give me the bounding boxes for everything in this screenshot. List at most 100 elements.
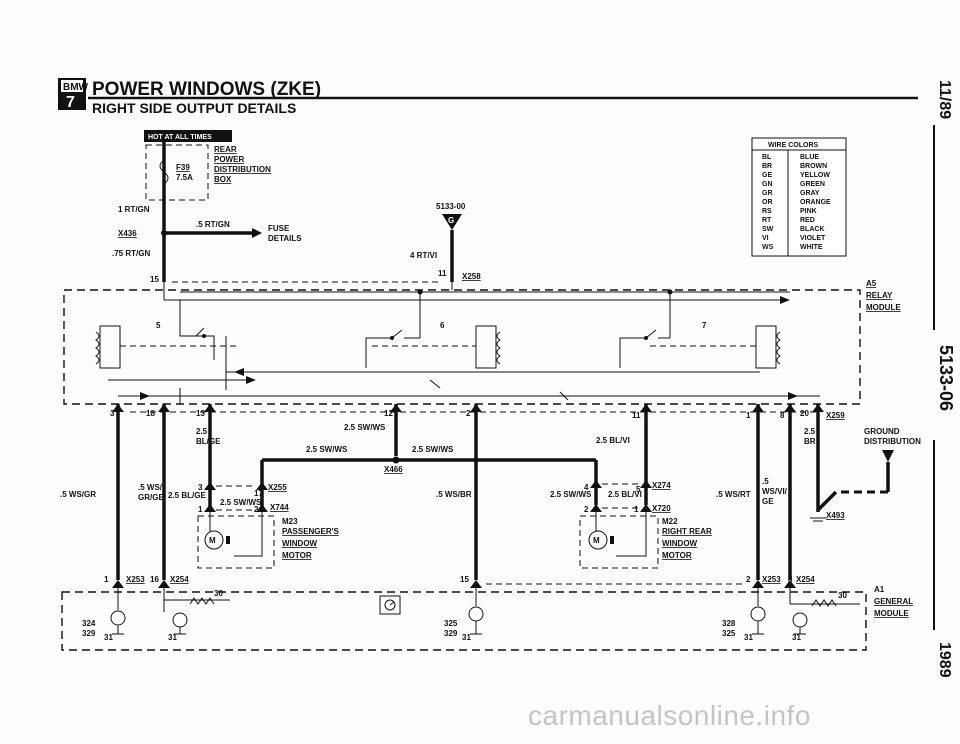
m22-motor-symbol [588,530,608,550]
conn-x493: X493 [826,511,845,520]
wire-color-name: VIOLET [800,235,826,242]
hot-at-all-times-label: HOT AT ALL TIMES [148,134,212,141]
m23-line-3: WINDOW [282,539,318,548]
rear-power-distribution-box [145,144,209,201]
logo-bmw-text: BMW [63,82,89,93]
x254-left-pin: 16 [150,575,159,584]
conn-x259: X259 [826,411,845,420]
wire-colors-title: WIRE COLORS [768,142,818,149]
page-subtitle: RIGHT SIDE OUTPUT DETAILS [92,100,296,116]
transistor-2 [163,604,188,635]
pin-11: 11 [632,411,641,420]
a1-t31-e: 31 [792,633,801,642]
m22-housing [579,515,659,569]
bmw-logo: BMW 7 [58,78,89,111]
m22-line-4: MOTOR [662,551,692,560]
m22-pin-5: 5 [636,485,641,494]
logo-section-number: 7 [66,94,75,111]
ref-code: 5133-00 [436,202,466,211]
relay-6-coil [496,331,501,365]
wire-color-code: GR [762,190,773,197]
m23-motor-symbol [204,530,224,550]
sw-ws-right: 2.5 SW/WS [412,445,454,454]
a1-t31-a: 31 [104,633,113,642]
sw-ws-left: 2.5 SW/WS [306,445,348,454]
m22-wire-sw-ws: 2.5 SW/WS [550,490,592,499]
fuse-rating: 7.5A [176,173,193,182]
relay-7-num: 7 [702,321,707,330]
ws-vi-ge-2: WS/VI/ [762,487,788,496]
hot-at-all-times-banner [144,130,232,142]
a1-t31-d: 31 [744,633,753,642]
m23-motor-letter: M [209,536,216,545]
wire-color-name: BLACK [800,226,825,233]
wire-color-code: RS [762,208,772,215]
relay-7-contact [645,329,657,339]
splice-x466-dot [392,456,400,464]
ref-triangle [442,214,462,230]
ws-gr-ge-2: GR/GE [138,493,164,502]
m23-line-4: MOTOR [282,551,312,560]
ref-wire-label: 4 RT/VI [410,251,437,260]
a1-right-num-1: 328 [722,619,736,628]
m23-housing [197,515,275,569]
side-page-code: 5133-06 [936,345,956,411]
m23-pin-17: 17 [254,489,263,498]
wire-color-name: GRAY [800,190,820,197]
wire-color-code: SW [762,226,774,233]
wire-color-code: GN [762,181,773,188]
m22-pin-4: 4 [584,483,589,492]
fuse-symbol [159,159,169,185]
relay-5-contact [195,327,205,337]
pin-8: 8 [780,411,785,420]
wire-color-name: BROWN [800,163,827,170]
transistor-5 [792,612,808,635]
wire-color-name: ORANGE [800,199,831,206]
ref-letter: G [448,216,454,225]
wire-color-code: OR [762,199,773,206]
relay-5-num: 5 [156,321,161,330]
bl-vi-label: 2.5 BL/VI [596,436,630,445]
relay-6-frame [475,325,497,369]
box-line-3: DISTRIBUTION [214,165,271,174]
a1-t31-c: 31 [462,633,471,642]
pin-12: 12 [384,409,393,418]
wire-color-name: YELLOW [800,172,830,179]
box-line-2: POWER [214,155,244,164]
pin-18: 18 [146,409,155,418]
box-line-1: REAR [214,145,237,154]
m23-conn-a: X255 [268,483,287,492]
a1-mid-num-2: 329 [444,629,458,638]
x254-right: X254 [796,575,815,584]
fuse-details-line-1: FUSE [268,224,290,233]
side-date: 11/89 [936,80,953,119]
wire-color-code: WS [762,244,774,251]
transistor-4 [750,588,766,635]
m23-pin-1: 1 [198,505,203,514]
wire-color-name: RED [800,217,815,224]
m22-motor-letter: M [593,536,600,545]
ws-rt-label: .5 WS/RT [716,490,751,499]
a1-left-num-2: 329 [82,629,96,638]
m23-conn-b: X744 [270,503,289,512]
x254-left: X254 [170,575,189,584]
general-module-line-3: MODULE [874,609,909,618]
m22-pin-2: 2 [584,505,589,514]
ws-gr-ge-1: .5 WS/ [138,483,163,492]
wire-color-code: GE [762,172,772,179]
pin-13: 13 [196,409,205,418]
ground-dist-line-2: DISTRIBUTION [864,437,921,446]
ws-gr-label: .5 WS/GR [60,490,96,499]
splice-x436: X436 [118,229,137,238]
pin-15: 15 [150,275,159,284]
m22-conn-b: X720 [652,504,671,513]
wire-color-name: WHITE [800,244,823,251]
a1-mid-num-1: 325 [444,619,458,628]
relay-module-line-3: MODULE [866,303,901,312]
relay-7-coil [776,331,781,365]
pin-1: 1 [746,411,751,420]
m23-line-1: M23 [282,517,298,526]
wire-3-rtgn: .75 RT/GN [112,249,150,258]
ground-dist-arrow [882,450,894,462]
